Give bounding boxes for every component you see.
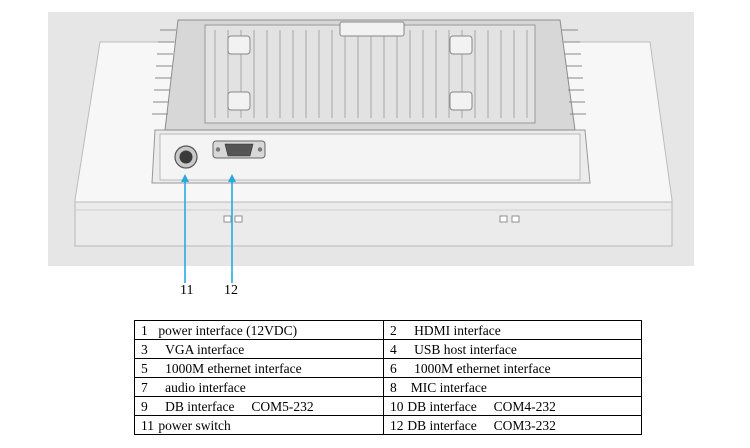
power-button	[174, 145, 198, 169]
legend-cell: 1 power interface (12VDC)	[134, 320, 384, 340]
bottom-bezel	[74, 201, 673, 247]
legend-text: power switch	[158, 417, 231, 433]
db-port	[212, 140, 266, 159]
bezel-vent-right	[499, 215, 520, 223]
legend-text: MIC interface	[410, 379, 487, 395]
legend-cell: 6 1000M ethernet interface	[383, 358, 642, 378]
legend-text: power interface (12VDC)	[158, 322, 298, 338]
legend-number: 3	[141, 341, 148, 357]
legend-text: audio interface	[165, 379, 246, 395]
legend-row: 5 1000M ethernet interface 6 1000M ether…	[134, 358, 642, 378]
legend-text: DB interface COM3-232	[407, 417, 556, 433]
legend-cell: 12 DB interface COM3-232	[383, 415, 642, 435]
legend-number: 1	[141, 322, 148, 338]
legend-cell: 8 MIC interface	[383, 377, 642, 397]
legend-text: HDMI interface	[414, 322, 501, 338]
legend-row: 7 audio interface 8 MIC interface	[134, 377, 642, 397]
legend-cell: 9 DB interface COM5-232	[134, 396, 384, 416]
legend-cell: 2 HDMI interface	[383, 320, 642, 340]
legend-number: 12	[390, 417, 404, 433]
legend-row: 11 power switch 12 DB interface COM3-232	[134, 415, 642, 435]
legend-number: 8	[390, 379, 397, 395]
legend-text: USB host interface	[414, 341, 517, 357]
legend-cell: 3 VGA interface	[134, 339, 384, 359]
legend-number: 2	[390, 322, 397, 338]
legend-row: 9 DB interface COM5-232 10 DB interface …	[134, 396, 642, 416]
legend-cell: 10 DB interface COM4-232	[383, 396, 642, 416]
leader-arrowheads	[181, 174, 236, 182]
callout-12: 12	[224, 283, 238, 298]
legend-number: 4	[390, 341, 397, 357]
legend-cell: 5 1000M ethernet interface	[134, 358, 384, 378]
legend-cell: 4 USB host interface	[383, 339, 642, 359]
leader-lines	[184, 178, 233, 283]
mounting-bosses	[227, 21, 473, 111]
interface-legend-table: 1 power interface (12VDC) 2 HDMI interfa…	[134, 320, 642, 435]
legend-text: VGA interface	[165, 341, 245, 357]
bezel-vent-left	[223, 215, 243, 223]
legend-text: 1000M ethernet interface	[165, 360, 302, 376]
legend-row: 1 power interface (12VDC) 2 HDMI interfa…	[134, 320, 642, 340]
right-fins	[562, 29, 586, 115]
legend-text: DB interface COM4-232	[407, 398, 556, 414]
legend-cell: 7 audio interface	[134, 377, 384, 397]
legend-number: 6	[390, 360, 397, 376]
device-illustration	[48, 12, 694, 283]
heatsink-fins	[204, 24, 536, 124]
legend-number: 10	[390, 398, 404, 414]
legend-text: 1000M ethernet interface	[414, 360, 551, 376]
legend-number: 11	[141, 417, 154, 433]
legend-number: 5	[141, 360, 148, 376]
legend-number: 7	[141, 379, 148, 395]
legend-cell: 11 power switch	[134, 415, 384, 435]
legend-number: 9	[141, 398, 148, 414]
legend-text: DB interface COM5-232	[165, 398, 314, 414]
callout-11: 11	[180, 283, 194, 298]
left-fins	[152, 29, 176, 115]
legend-row: 3 VGA interface 4 USB host interface	[134, 339, 642, 359]
